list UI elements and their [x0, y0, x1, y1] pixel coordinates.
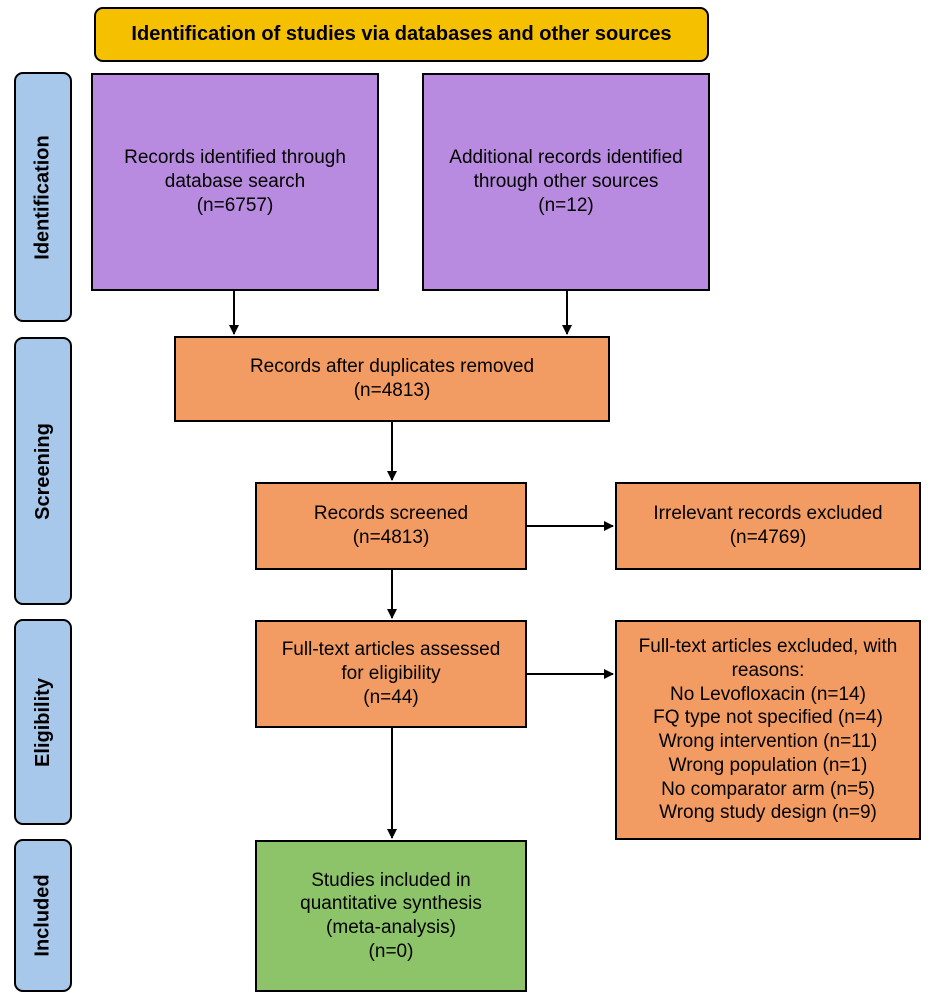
box-text-line: Wrong population (n=1): [668, 754, 868, 776]
box-text-line: Records identified through: [124, 147, 346, 169]
irrelevant-excluded-box: Irrelevant records excluded(n=4769): [615, 482, 921, 570]
box-text-line: (n=4769): [729, 527, 807, 548]
stage-included: Included: [14, 839, 72, 992]
duplicates-removed-box: Records after duplicates removed(n=4813): [174, 336, 610, 422]
box-text-line: (n=4813): [353, 380, 431, 401]
diagram-header: Identification of studies via databases …: [94, 7, 709, 62]
box-text-line: No Levofloxacin (n=14): [670, 683, 866, 705]
box-text-line: Wrong intervention (n=11): [658, 731, 878, 752]
box-text-line: Records screened: [313, 503, 469, 525]
box-text-line: No comparator arm (n=5): [661, 778, 875, 800]
box-text-line: through other sources: [473, 171, 659, 193]
box-text-line: (meta-analysis): [326, 917, 456, 938]
box-text-line: Full-text articles assessed: [281, 639, 501, 661]
box-text-line: Irrelevant records excluded: [653, 503, 883, 525]
box-text-line: FQ type not specified (n=4): [653, 707, 883, 729]
box-text-line: reasons:: [731, 659, 805, 681]
stage-screening: Screening: [14, 337, 72, 605]
box-text-line: Records after duplicates removed: [249, 356, 535, 378]
box-text-line: database search: [164, 171, 306, 193]
header-title: Identification of studies via databases …: [131, 23, 672, 45]
box-text-line: quantitative synthesis: [300, 893, 482, 915]
stage-eligibility: Eligibility: [14, 619, 72, 825]
records-screened-box: Records screened(n=4813): [255, 482, 527, 570]
box-text-line: Additional records identified: [449, 147, 683, 169]
box-text-line: Wrong study design (n=9): [659, 802, 877, 824]
box-text-line: for eligibility: [341, 663, 441, 685]
box-text-line: (n=12): [538, 194, 594, 216]
stage-identification: Identification: [14, 72, 72, 322]
box-text-line: (n=0): [368, 940, 414, 962]
box-text-line: Full-text articles excluded, with: [638, 636, 898, 657]
box-text-line: Studies included in: [311, 869, 471, 891]
box-text-line: (n=44): [363, 686, 419, 708]
box-text-line: (n=6757): [196, 194, 274, 216]
box-text-line: (n=4813): [352, 527, 430, 548]
